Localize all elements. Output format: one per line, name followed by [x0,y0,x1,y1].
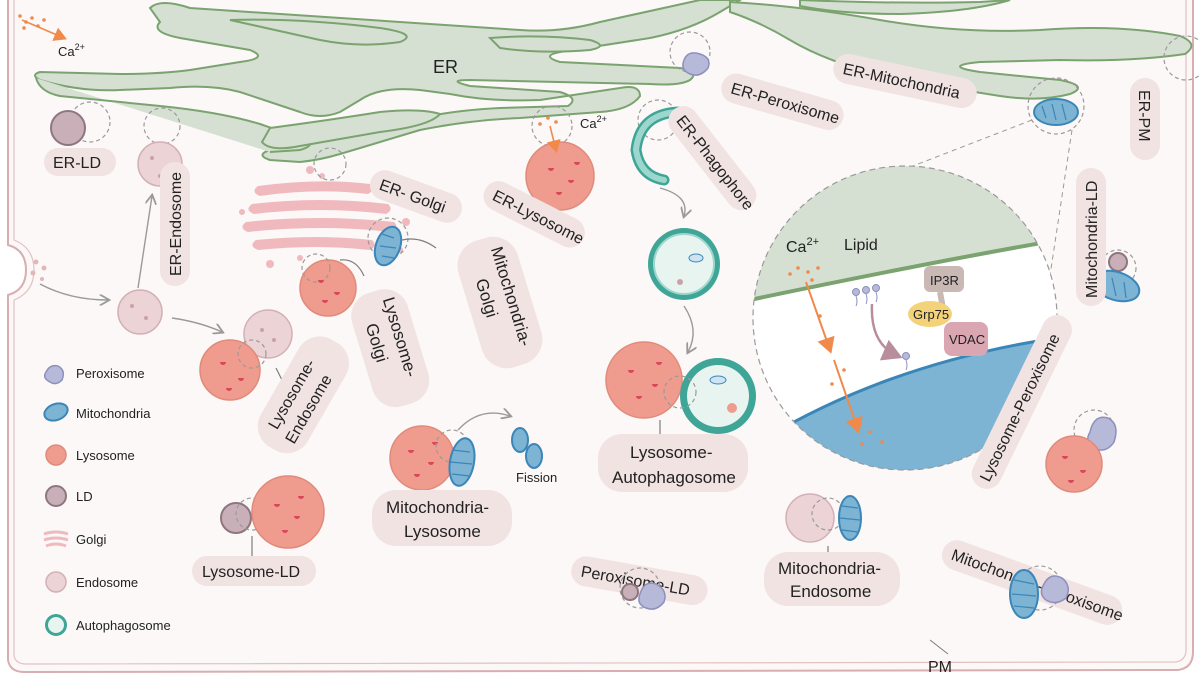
calcium-release-er [18,14,67,41]
lysosome-golgi-label-group: Lysosome- Golgi [351,289,430,408]
calcium-ions-zoom [788,266,884,446]
mitochondria-lysosome-label-2: Lysosome [404,522,481,541]
lysosome-autophagosome-label-1: Lysosome- [630,443,713,462]
er-peroxisome-contact [669,31,711,76]
er-lysosome-contact [525,105,595,211]
lysosome-ld-label: Lysosome-LD [202,564,300,581]
legend-label: Mitochondria [76,406,151,421]
mitochondria-endosome-label-2: Endosome [790,582,871,601]
er-phagophore-contact [630,99,685,216]
legend-item: Lysosome [45,444,135,466]
legend-label: LD [76,489,93,504]
mitochondria-ld-contact: Mitochondria-LD [1076,168,1141,306]
ip3r-label: IP3R [930,273,959,288]
legend-item: Endosome [45,571,138,593]
mitochondria-endosome-contact: Mitochondria- Endosome [764,493,900,606]
calcium-label-zoom: Ca2+ [786,236,819,256]
legend-label: Lysosome [76,448,135,463]
er-endosome-contact: ER-Endosome [137,107,190,286]
mitochondria-endosome-label-1: Mitochondria- [778,559,881,578]
endocytosis-vesicle [30,259,47,281]
endosome-icon [45,571,67,593]
lysosome-endosome-contact [199,309,293,401]
er-pm-contact: ER-PM [1130,35,1200,160]
mitochondria-lysosome-label-1: Mitochondria- [386,498,489,517]
er-pm-label: ER-PM [1135,90,1152,142]
mitochondria-icon [43,402,69,422]
pm-label: PM [928,659,952,676]
legend: Peroxisome Mitochondria Lysosome LD Golg… [43,364,171,636]
endocytosis-pathway [39,196,222,335]
lysosome-ld-contact: Lysosome-LD [192,475,325,586]
grp75-label: Grp75 [913,307,949,322]
calcium-label-top: Ca2+ [58,42,85,59]
er-endosome-label: ER-Endosome [168,172,185,276]
peroxisome-icon [43,364,65,385]
lysosome-icon [45,444,67,466]
lysosome-autophagosome-label-2: Autophagosome [612,468,736,487]
legend-label: Peroxisome [76,366,145,381]
lipid-transfer [852,284,910,371]
lipid-label: Lipid [844,237,878,254]
legend-item: Autophagosome [45,614,171,636]
fission-label: Fission [516,470,557,485]
mitochondria-ld-label: Mitochondria-LD [1084,181,1101,298]
legend-item: Golgi [43,530,106,548]
ld-icon [45,485,67,507]
vdac-label: VDAC [949,332,985,347]
er-network [34,0,1193,164]
golgi-icon [43,530,69,548]
golgi-apparatus [239,147,410,268]
er-ld-contact: ER-LD [44,101,116,176]
lysosome-golgi-contact [299,253,365,317]
er-label: ER [433,57,458,77]
lysosome-autophagosome-contact: Lysosome- Autophagosome [598,341,756,492]
mitochondria-golgi-contact [367,217,437,267]
legend-item: Peroxisome [43,364,145,385]
autophagosome-icon [45,614,67,636]
legend-label: Golgi [76,532,106,547]
legend-label: Autophagosome [76,618,171,633]
autophagosome [648,228,720,352]
mitochondria-lysosome-contact: Mitochondria- Lysosome [372,413,512,546]
er-ld-label: ER-LD [53,155,101,172]
calcium-label-er-lysosome: Ca2+ [580,114,607,131]
legend-label: Endosome [76,575,138,590]
mitochondrial-fission: Fission [511,427,557,485]
ip3r-grp75-vdac-complex [908,266,988,356]
legend-item: LD [45,485,93,507]
legend-item: Mitochondria [43,402,151,422]
